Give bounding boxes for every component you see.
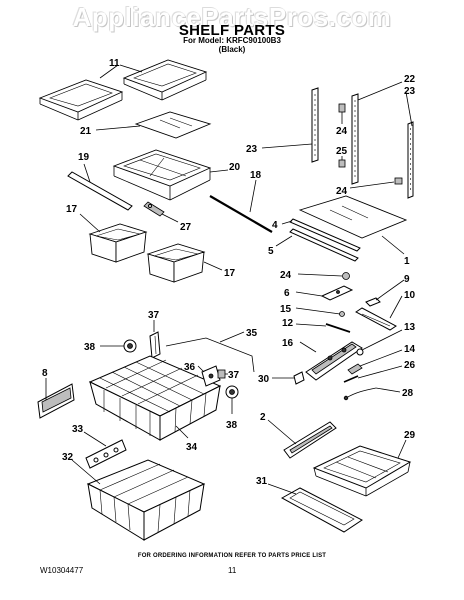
part-29-tray (312, 445, 412, 497)
callout-24-upper: 24 (336, 126, 348, 137)
callout-24-mid: 24 (336, 186, 348, 197)
callout-22: 22 (404, 74, 416, 85)
callout-5: 5 (268, 246, 274, 257)
callout-35: 35 (246, 328, 258, 339)
part-10-rail-bracket (355, 307, 397, 331)
part-14-bracket (347, 363, 363, 375)
part-26-pin (343, 375, 359, 383)
part-11-shelf-frame-right (122, 59, 208, 101)
part-18-rod (209, 195, 273, 233)
callout-20: 20 (229, 162, 241, 173)
part-2-trim (283, 421, 337, 459)
callout-27: 27 (180, 222, 192, 233)
part-20-drawer-cover (112, 149, 212, 201)
part-8-end-cap (37, 383, 75, 419)
callout-18: 18 (250, 170, 262, 181)
ordering-note: FOR ORDERING INFORMATION REFER TO PARTS … (137, 553, 327, 559)
callout-31: 31 (256, 476, 268, 487)
callout-38-left: 38 (84, 342, 96, 353)
part-30-clip (293, 371, 305, 385)
part-24-clip-upper (338, 103, 346, 113)
part-33-end-cap (85, 439, 127, 469)
part-36-bracket (201, 365, 221, 387)
part-38-wheel-right (225, 385, 239, 399)
part-17-bin-left (88, 223, 148, 263)
callout-19: 19 (78, 152, 90, 163)
part-22-rail-center (351, 93, 359, 185)
callout-34: 34 (186, 442, 198, 453)
part-6-bracket (320, 285, 354, 301)
part-19-trim-strip (67, 171, 133, 211)
part-23-rail-right (407, 121, 414, 199)
part-21-glass-shelf (134, 111, 212, 139)
callout-23-left: 23 (246, 144, 258, 155)
part-17-bin-right (146, 243, 206, 283)
part-11-shelf-frame-left (38, 79, 124, 121)
callout-23-right: 23 (404, 86, 416, 97)
model-line: For Model: KRFC90100B3 (183, 36, 281, 45)
part-13-bushing (356, 348, 364, 356)
part-31-drawer-front (280, 487, 363, 533)
callout-24-lower: 24 (280, 270, 292, 281)
part-32-wire-basket (86, 459, 206, 541)
watermark: AppliancePartsPros.com (72, 2, 392, 32)
callout-13: 13 (404, 322, 416, 333)
callout-37-right: 37 (228, 370, 240, 381)
callout-30: 30 (258, 374, 270, 385)
callout-10: 10 (404, 290, 416, 301)
callout-29: 29 (404, 430, 416, 441)
callout-26: 26 (404, 360, 416, 371)
document-number: W10304477 (40, 566, 84, 575)
part-24-clip-right (394, 177, 403, 185)
part-25-clip (338, 159, 346, 168)
part-35-rod (165, 337, 255, 373)
page-number: 11 (228, 566, 237, 575)
part-12-rod (325, 323, 351, 333)
callout-2: 2 (260, 412, 266, 423)
callout-15: 15 (280, 304, 292, 315)
part-4-trim (289, 218, 361, 252)
callout-33: 33 (72, 424, 84, 435)
color-line: (Black) (218, 45, 246, 54)
callout-6: 6 (284, 288, 290, 299)
part-5-trim (289, 228, 359, 262)
part-37-cap-right (217, 369, 226, 379)
callout-38-right: 38 (226, 420, 238, 431)
callout-28: 28 (402, 388, 414, 399)
callout-11: 11 (109, 58, 120, 69)
callout-37-upper: 37 (148, 310, 160, 321)
callout-21: 21 (80, 126, 92, 137)
callout-16: 16 (282, 338, 294, 349)
callout-25: 25 (336, 146, 348, 157)
callout-8: 8 (42, 368, 48, 379)
part-38-wheel-left (123, 339, 137, 353)
part-28-wire (343, 387, 377, 401)
callout-14: 14 (404, 344, 416, 355)
callout-17-right: 17 (224, 268, 236, 279)
page-title: SHELF PARTS (178, 22, 286, 39)
callout-12: 12 (282, 318, 294, 329)
part-24-clip-lower (342, 272, 350, 280)
part-23-rail-left (311, 87, 319, 163)
part-37-bracket-upper (149, 331, 161, 359)
callout-4: 4 (272, 220, 278, 231)
callout-9: 9 (404, 274, 410, 285)
part-1-glass-shelf (298, 195, 408, 239)
part-9-bracket (365, 297, 381, 307)
callout-17-left: 17 (66, 204, 78, 215)
callout-36: 36 (184, 362, 196, 373)
part-16-slide-assembly (305, 341, 363, 381)
callout-1: 1 (404, 256, 410, 267)
model-info: For Model: KRFC90100B3 (Black) (0, 36, 464, 54)
part-15-screw (339, 311, 345, 317)
part-27-bracket (143, 201, 165, 217)
part-34-wire-basket (88, 355, 222, 441)
callout-32: 32 (62, 452, 74, 463)
